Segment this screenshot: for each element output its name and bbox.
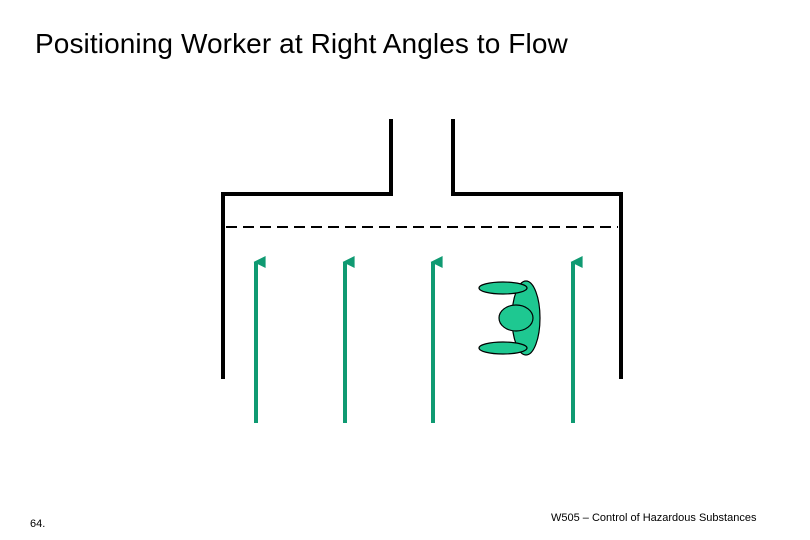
worker-head <box>498 304 534 332</box>
airflow-arrows <box>253 256 583 423</box>
worker-lower-arm <box>478 341 528 355</box>
slide-number: 64. <box>30 518 46 530</box>
hood-left-wall <box>221 119 393 379</box>
worker-upper-arm <box>478 281 528 295</box>
hood-right-wall <box>451 119 623 379</box>
worker-top-view-icon <box>478 280 541 356</box>
duct-hood-outline <box>221 119 623 379</box>
course-footer: W505 – Control of Hazardous Substances <box>551 512 757 524</box>
slide-title: Positioning Worker at Right Angles to Fl… <box>35 28 568 59</box>
